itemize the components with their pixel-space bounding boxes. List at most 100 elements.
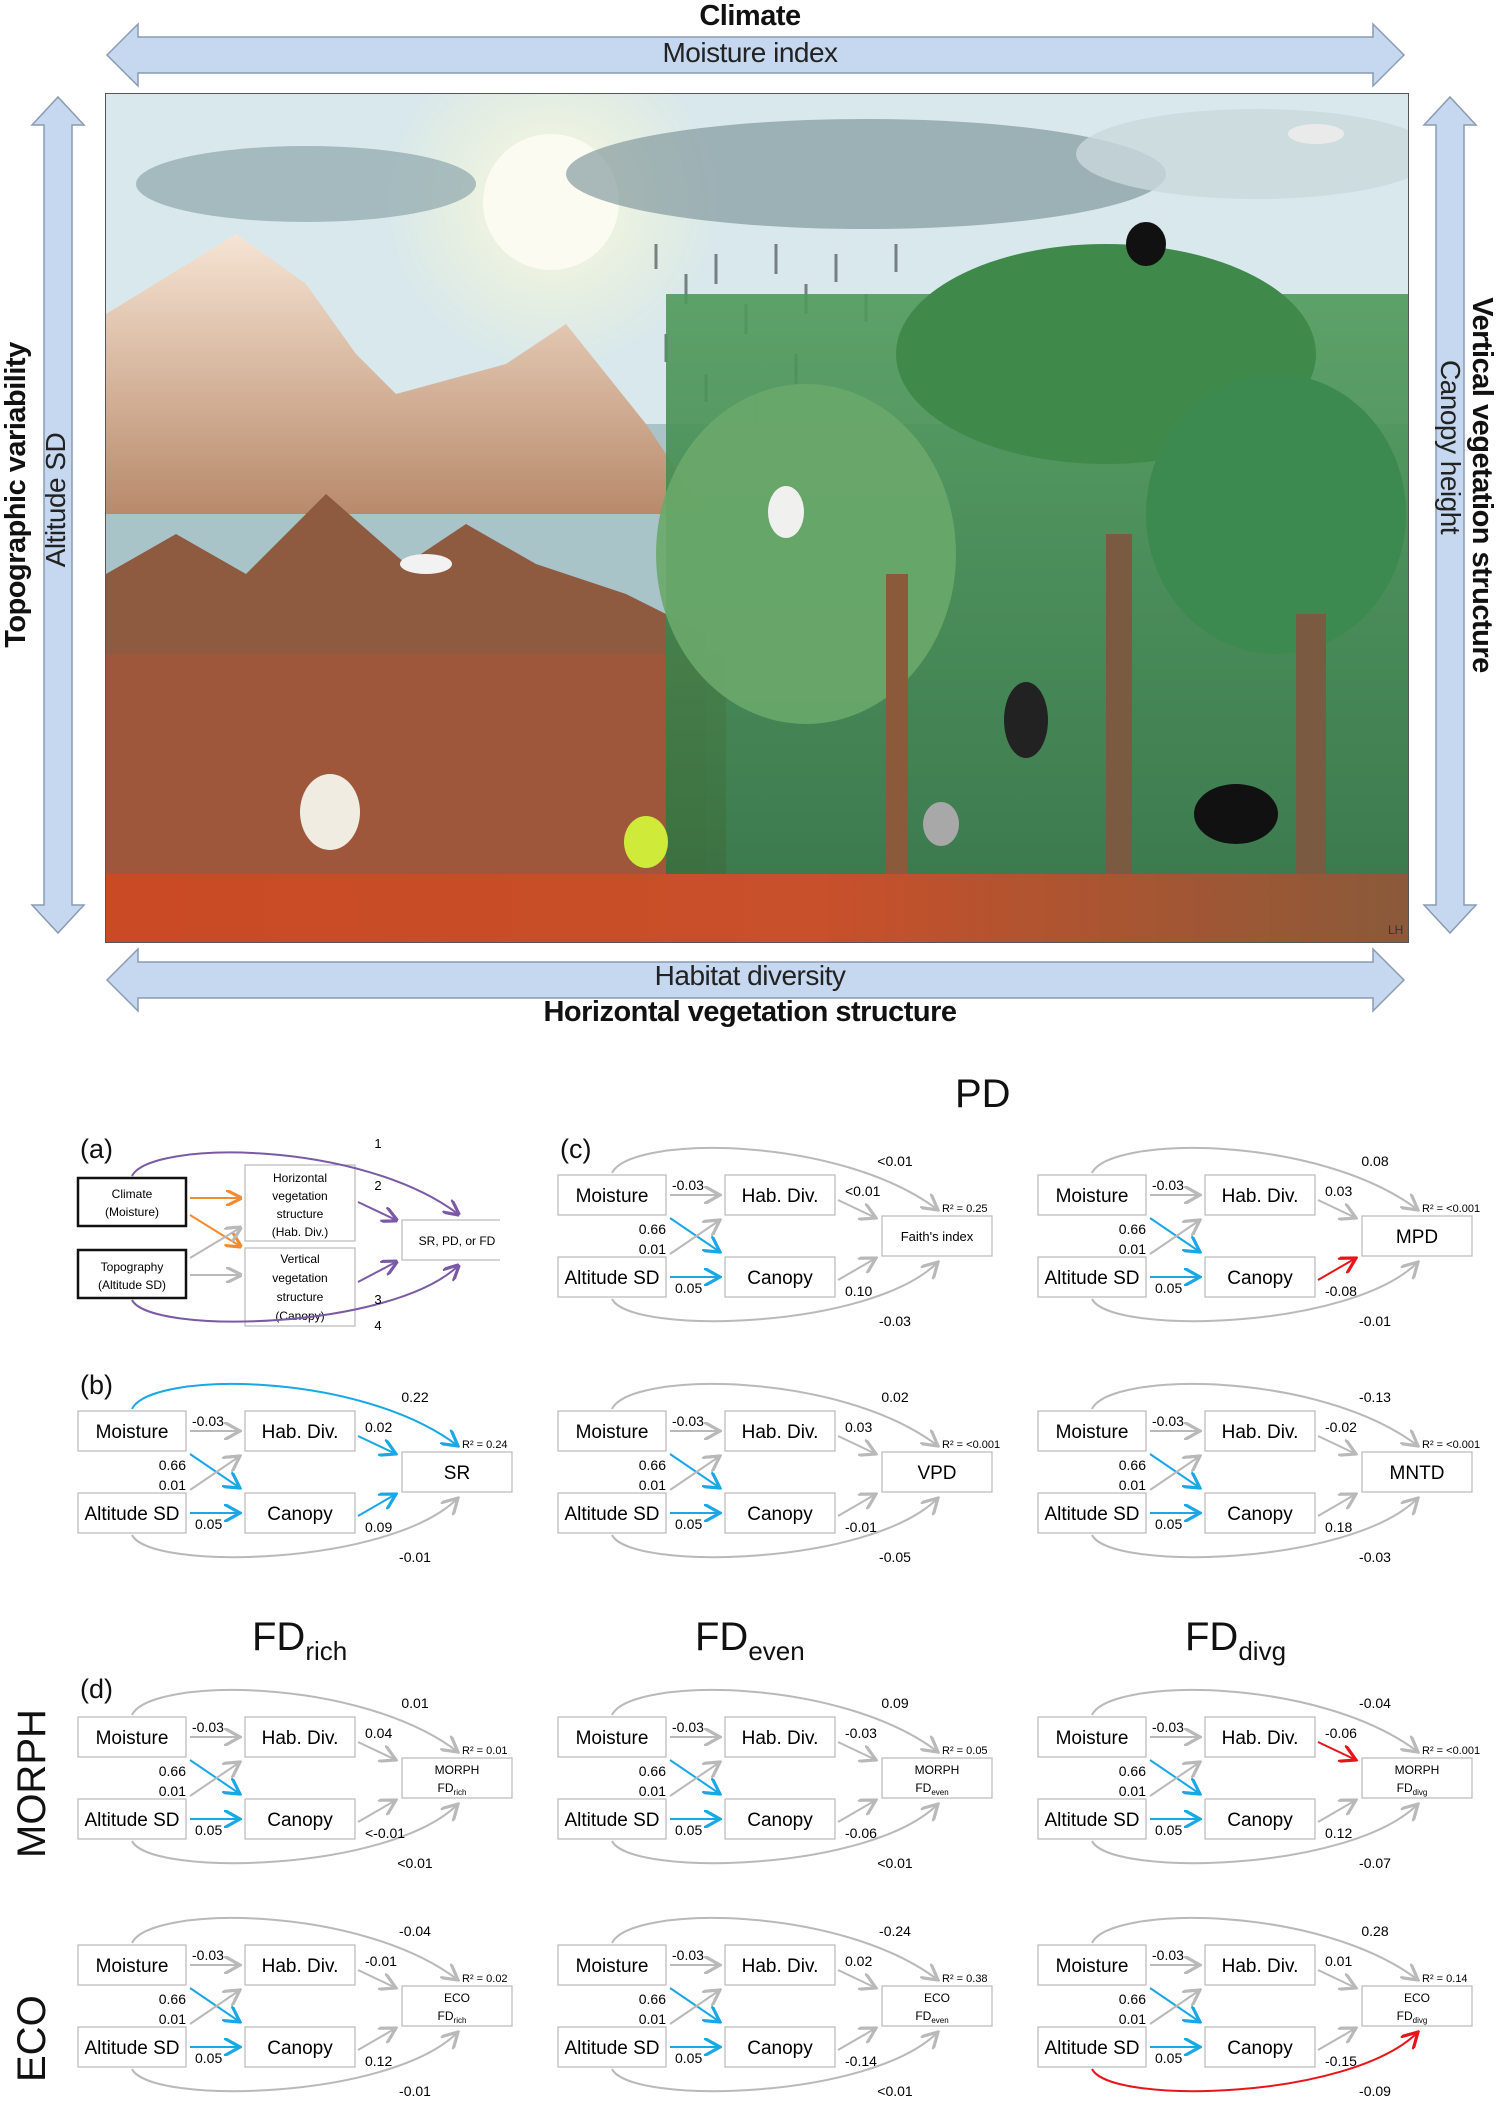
- altitude-node: [557, 1492, 667, 1534]
- response-node: [881, 1451, 993, 1493]
- right-double-arrow: [1422, 95, 1478, 935]
- svg-text:0.66: 0.66: [1119, 1221, 1146, 1237]
- path-diagram-d6: Moisture Hab. Div. Altitude SD Canopy EC…: [1020, 1900, 1490, 2125]
- habdiv-node: [1204, 1174, 1316, 1216]
- response-node: [401, 1757, 513, 1799]
- path-diagram-d1: Moisture Hab. Div. Altitude SD Canopy MO…: [60, 1672, 530, 1897]
- svg-text:Vertical: Vertical: [280, 1252, 319, 1266]
- sem-diagram-c2: Moisture Hab. Div. Altitude SD Canopy MP…: [1037, 1147, 1480, 1329]
- svg-text:Hab. Div.: Hab. Div.: [1222, 1186, 1299, 1207]
- svg-text:-0.03: -0.03: [1152, 1719, 1184, 1735]
- svg-text:Hab. Div.: Hab. Div.: [1222, 1956, 1299, 1977]
- horizontal-veg-box: [244, 1164, 356, 1242]
- fdrich-main: FD: [252, 1615, 306, 1659]
- response-label: SR: [444, 1463, 470, 1484]
- alt-to-response-arrow: [1091, 1262, 1418, 1323]
- sem-diagram-d6: Moisture Hab. Div. Altitude SD Canopy EC…: [1037, 1917, 1473, 2099]
- top-double-arrow: [105, 22, 1406, 88]
- alt-path-coefficient: <0.01: [877, 2083, 913, 2099]
- canopy-node: [724, 1492, 836, 1534]
- alt-path-coefficient: -0.07: [1359, 1855, 1391, 1871]
- sem-diagram-b: Moisture Hab. Div. Altitude SD Canopy SR…: [77, 1383, 513, 1565]
- hab-to-response-arrow: [357, 1969, 396, 1988]
- alt-to-response-arrow: [1091, 2032, 1418, 2093]
- panel-a-letter: (a): [80, 1134, 113, 1164]
- svg-text:Canopy: Canopy: [747, 2038, 813, 2059]
- r-squared-label: R² = 0.01: [462, 1745, 508, 1757]
- alt-path-coefficient: -0.01: [1359, 1313, 1391, 1329]
- svg-text:Altitude SD: Altitude SD: [564, 2038, 659, 2059]
- svg-text:Moisture: Moisture: [1056, 1728, 1129, 1749]
- hab-to-response-arrow: [837, 1969, 876, 1988]
- can-to-response-arrow: [1317, 1800, 1356, 1823]
- moist-path-coefficient: 0.09: [881, 1695, 908, 1711]
- hab-path-coefficient: -0.02: [1325, 1419, 1357, 1435]
- r-squared-label: R² = 0.02: [462, 1973, 508, 1985]
- svg-text:Altitude SD: Altitude SD: [1044, 2038, 1139, 2059]
- svg-text:0.05: 0.05: [195, 1516, 222, 1532]
- alt-to-response-arrow: [131, 1498, 458, 1559]
- hab-to-response-arrow: [837, 1199, 876, 1218]
- moist-to-response-arrow: [1091, 1383, 1418, 1446]
- svg-text:0.01: 0.01: [1119, 1241, 1146, 1257]
- svg-text:Hab. Div.: Hab. Div.: [742, 1186, 819, 1207]
- svg-text:0.05: 0.05: [1155, 1516, 1182, 1532]
- response-trait-label: ECO: [924, 1991, 950, 2005]
- svg-text:Altitude SD: Altitude SD: [1044, 1810, 1139, 1831]
- svg-text:Canopy: Canopy: [267, 2038, 333, 2059]
- bottom-axis-title: Horizontal vegetation structure: [543, 996, 957, 1028]
- moist-path-coefficient: -0.13: [1359, 1389, 1391, 1405]
- moisture-node: [557, 1410, 667, 1452]
- moisture-node: [77, 1944, 187, 1986]
- fdrich-sub: rich: [305, 1636, 348, 1666]
- moist-to-response-arrow: [611, 1383, 938, 1446]
- svg-text:0.01: 0.01: [639, 2011, 666, 2027]
- svg-text:Canopy: Canopy: [1227, 1810, 1293, 1831]
- path-diagram-c1: Moisture Hab. Div. Altitude SD Canopy Fa…: [540, 1130, 1010, 1355]
- svg-text:0.01: 0.01: [639, 1783, 666, 1799]
- canopy-node: [724, 1256, 836, 1298]
- habdiv-node: [724, 1174, 836, 1216]
- can-to-response-arrow: [837, 2028, 876, 2051]
- moisture-node: [1037, 1410, 1147, 1452]
- svg-text:Altitude SD: Altitude SD: [564, 1504, 659, 1525]
- fdeven-section-title: FDeven: [695, 1615, 805, 1667]
- r-squared-label: R² = <0.001: [1422, 1745, 1480, 1757]
- svg-text:Climate: Climate: [112, 1187, 153, 1201]
- svg-text:Hab. Div.: Hab. Div.: [742, 1728, 819, 1749]
- moist-to-response-arrow: [611, 1147, 938, 1210]
- svg-text:(Altitude SD): (Altitude SD): [98, 1278, 166, 1292]
- path-diagram-c2: Moisture Hab. Div. Altitude SD Canopy MP…: [1020, 1130, 1490, 1355]
- svg-text:Moisture: Moisture: [96, 1956, 169, 1977]
- svg-text:Hab. Div.: Hab. Div.: [262, 1728, 339, 1749]
- alt-path-coefficient: -0.01: [399, 1549, 431, 1565]
- svg-text:-0.03: -0.03: [672, 1719, 704, 1735]
- svg-text:0.01: 0.01: [159, 2011, 186, 2027]
- svg-text:0.01: 0.01: [159, 1477, 186, 1493]
- path-diagram-c3: Moisture Hab. Div. Altitude SD Canopy VP…: [540, 1366, 1010, 1591]
- sem-diagram-d2: Moisture Hab. Div. Altitude SD Canopy MO…: [557, 1689, 993, 1871]
- alt-path-coefficient: -0.03: [1359, 1549, 1391, 1565]
- svg-text:-0.03: -0.03: [672, 1177, 704, 1193]
- svg-text:0.01: 0.01: [1119, 2011, 1146, 2027]
- response-label: MNTD: [1390, 1463, 1445, 1484]
- response-label: VPD: [917, 1463, 956, 1484]
- habdiv-node: [724, 1410, 836, 1452]
- can-path-coefficient: 0.09: [365, 1519, 392, 1535]
- can-path-coefficient: -0.14: [845, 2053, 877, 2069]
- svg-text:Horizontal: Horizontal: [273, 1171, 327, 1185]
- can-to-response-arrow: [837, 1258, 876, 1281]
- svg-text:-0.03: -0.03: [672, 1947, 704, 1963]
- eco-row-label: ECO: [10, 1995, 54, 2082]
- canopy-node: [1204, 1256, 1316, 1298]
- canopy-node: [1204, 1492, 1316, 1534]
- svg-text:Canopy: Canopy: [267, 1504, 333, 1525]
- svg-text:0.05: 0.05: [195, 2050, 222, 2066]
- canopy-node: [1204, 2026, 1316, 2068]
- fddivg-main: FD: [1185, 1615, 1239, 1659]
- sem-diagram-c1: Moisture Hab. Div. Altitude SD Canopy Fa…: [557, 1147, 993, 1329]
- svg-text:0.01: 0.01: [1119, 1783, 1146, 1799]
- svg-text:Moisture: Moisture: [576, 1422, 649, 1443]
- svg-text:-0.03: -0.03: [192, 1413, 224, 1429]
- moist-path-coefficient: 0.08: [1361, 1153, 1388, 1169]
